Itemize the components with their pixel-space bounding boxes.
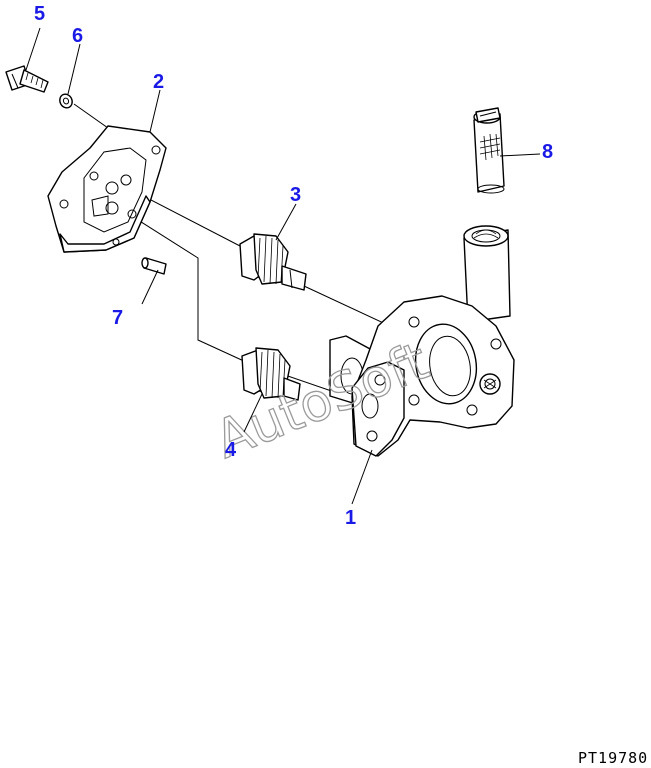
callout-6: 6 xyxy=(72,25,83,47)
cover-plate-part-2 xyxy=(47,125,167,253)
bolt-part-5 xyxy=(5,65,49,93)
callouts: 5 6 2 3 7 4 1 8 xyxy=(34,3,553,529)
callout-7: 7 xyxy=(112,307,123,329)
callout-1: 1 xyxy=(345,507,356,529)
strainer-part-8 xyxy=(473,107,505,194)
figure-code: PT19780 xyxy=(578,749,648,767)
drive-gear-part-3 xyxy=(239,233,307,291)
driven-gear-part-4 xyxy=(241,347,301,401)
pump-housing-part-1 xyxy=(351,225,515,457)
dowel-pin-part-7 xyxy=(141,257,167,275)
washer-part-6 xyxy=(59,93,73,109)
callout-2: 2 xyxy=(153,71,164,93)
callout-3: 3 xyxy=(290,184,301,206)
callout-8: 8 xyxy=(542,141,553,163)
leader-lines xyxy=(25,27,541,505)
callout-5: 5 xyxy=(34,3,45,25)
callout-4: 4 xyxy=(225,439,237,461)
